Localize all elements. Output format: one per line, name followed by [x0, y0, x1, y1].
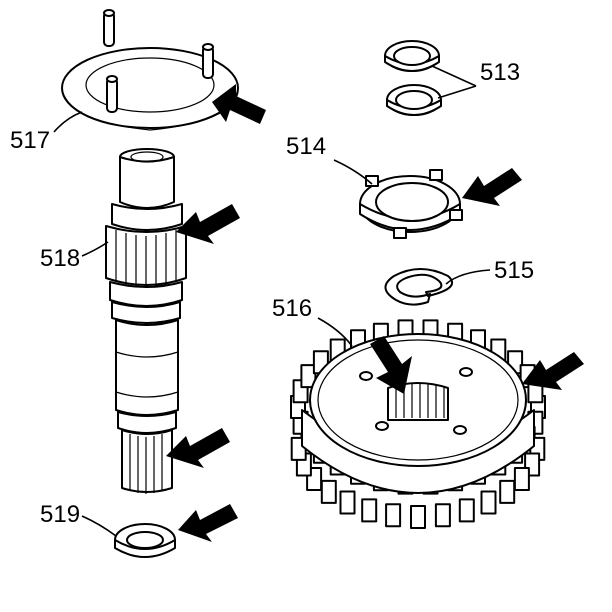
callout-515: 515	[494, 257, 534, 284]
gear-tooth	[499, 479, 516, 504]
gear-tooth	[339, 490, 356, 515]
part-519-washer	[114, 523, 176, 558]
part-514-tabbed-washer	[359, 169, 463, 239]
gear-tooth	[320, 479, 337, 504]
callout-513: 513	[480, 59, 520, 86]
arrow-518-lower-splines	[166, 428, 230, 468]
arrow-516-teeth	[522, 352, 584, 390]
arrow-516-hub	[370, 336, 412, 394]
gear-tooth	[458, 498, 475, 523]
callout-516: 516	[272, 295, 312, 322]
plate-pin	[202, 43, 214, 79]
part-516-gear	[290, 319, 546, 529]
leader-517	[53, 111, 83, 133]
gear-tooth	[480, 490, 497, 515]
part-513-rings	[384, 40, 442, 116]
leader-516	[317, 317, 353, 347]
leader-513b	[437, 85, 477, 99]
gear-tooth	[513, 467, 530, 491]
arrow-519	[178, 504, 238, 542]
part-517-thrust-plate	[61, 9, 239, 131]
plate-pin	[106, 75, 118, 113]
leader-514	[333, 159, 373, 185]
arrow-514	[462, 168, 522, 206]
gear-tooth	[300, 364, 317, 389]
callout-514: 514	[286, 133, 326, 160]
leader-513a	[431, 65, 477, 87]
plate-pin	[103, 9, 115, 47]
gear-tooth	[434, 503, 451, 528]
callout-517: 517	[10, 127, 50, 154]
part-515-snap-ring	[384, 268, 453, 306]
leader-518	[81, 241, 109, 257]
arrow-517	[212, 84, 266, 124]
arrow-518-splines	[176, 204, 240, 244]
callout-518: 518	[40, 245, 80, 272]
gear-tooth	[385, 503, 402, 528]
gear-tooth	[361, 498, 378, 523]
leader-515	[445, 269, 491, 285]
leader-519	[81, 515, 117, 537]
callout-519: 519	[40, 501, 80, 528]
part-518-shaft	[105, 148, 187, 494]
gear-tooth	[410, 505, 426, 529]
